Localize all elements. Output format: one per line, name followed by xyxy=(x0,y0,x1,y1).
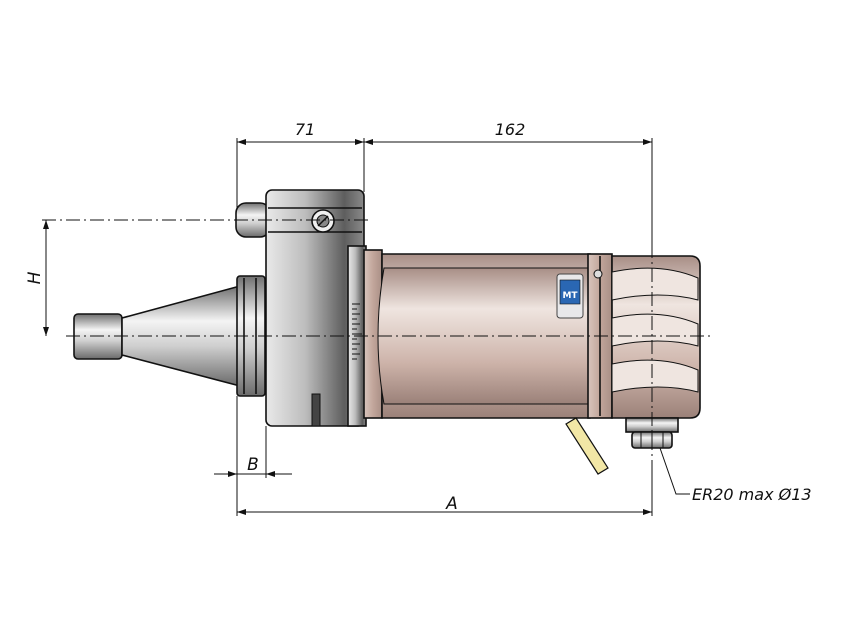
logo-text: MT xyxy=(562,291,578,301)
dimension-lines xyxy=(43,138,690,516)
bolt-icon xyxy=(593,269,603,279)
coolant-pipe xyxy=(565,417,609,475)
spindle-body xyxy=(363,249,701,475)
angle-scale xyxy=(352,303,362,360)
center-lines xyxy=(42,219,712,470)
dim-a: A xyxy=(445,494,458,514)
collet-callout: ER20 max Ø13 xyxy=(692,485,812,504)
key-slot xyxy=(311,393,321,427)
dim-h: H xyxy=(25,271,45,284)
dim-71: 71 xyxy=(295,120,315,139)
dim-162: 162 xyxy=(495,120,526,139)
dim-b: B xyxy=(247,455,259,475)
brand-logo: MT xyxy=(556,273,584,319)
